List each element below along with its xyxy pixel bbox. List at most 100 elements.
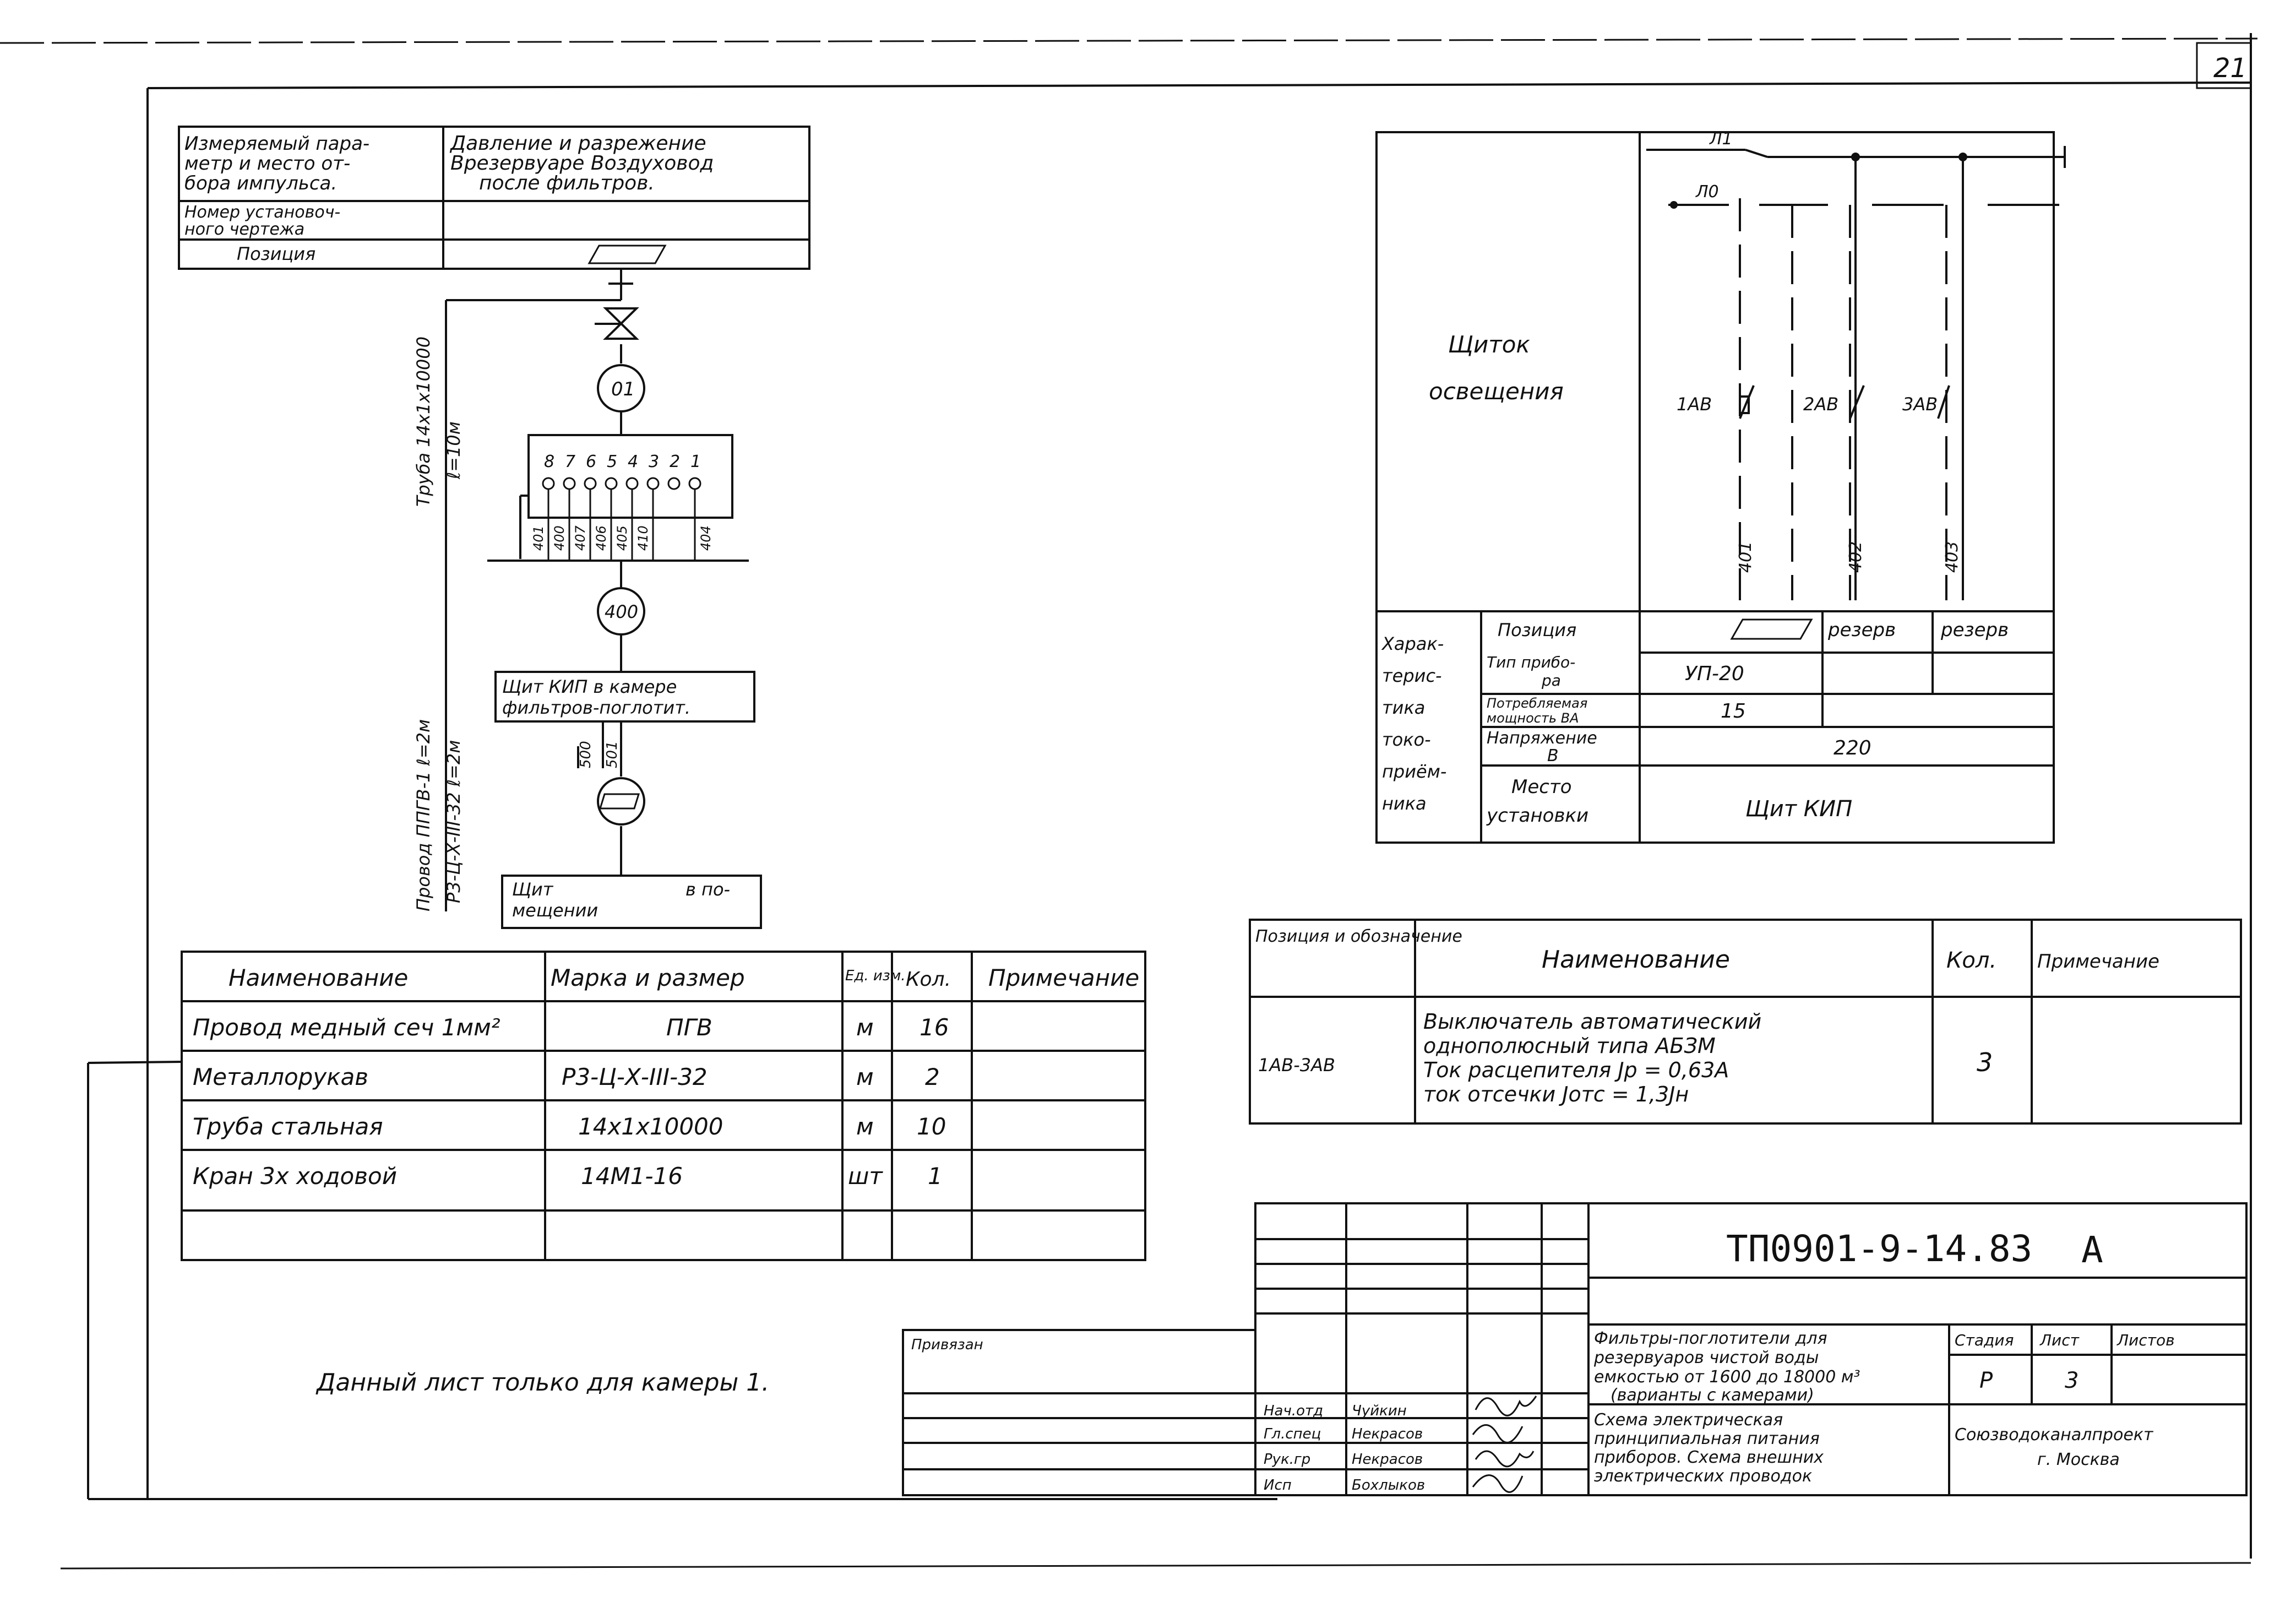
sheet-note: Данный лист только для камеры 1.	[315, 1369, 769, 1397]
document-suffix: А	[2081, 1229, 2103, 1271]
terminal-number: 8	[544, 452, 554, 471]
position-symbol	[1730, 618, 1813, 640]
spec-header-note: Примечание	[2037, 951, 2159, 973]
svg-text:Провод медный сеч 1мм²: Провод медный сеч 1мм²	[193, 1014, 500, 1041]
stage-label: Стадия	[1955, 1331, 2014, 1349]
role-label: Рук.гр	[1264, 1451, 1310, 1468]
breaker-symbols	[1739, 385, 1950, 419]
svg-text:ПГВ: ПГВ	[666, 1014, 712, 1041]
spec-header-qty: Кол.	[1946, 948, 1996, 973]
reserve-label: резерв	[1827, 619, 1896, 641]
materials-header: Наименование Марка и размер Примечание	[228, 964, 1139, 991]
phase-label: Л1	[1709, 129, 1733, 149]
measured-parameter-value: Давление и разрежение Врезервуаре Воздух…	[449, 132, 720, 194]
svg-text:400: 400	[605, 601, 638, 622]
project-title: Фильтры-поглотители для резервуаров чист…	[1593, 1329, 1865, 1405]
terminal-number: 3	[649, 452, 659, 471]
wire-number: 407	[573, 525, 588, 551]
consumer-row-label: Потребляемая мощность ВА	[1487, 696, 1592, 726]
breaker-label: 2АВ	[1803, 394, 1838, 415]
kip-panel-box: Щит КИП в камере фильтров-поглотит.	[502, 676, 690, 718]
power-value: 15	[1721, 700, 1746, 723]
drawing-number-label: Номер установоч- ного чертежа	[184, 203, 346, 239]
organization: Союзводоканалпроект г. Москва	[1955, 1425, 2158, 1469]
terminal-number: 4	[628, 452, 638, 471]
consumer-row-label: Место установки	[1486, 776, 1588, 827]
svg-text:м: м	[856, 1063, 874, 1090]
secondary-device	[597, 777, 645, 826]
document-code: ТП0901-9-14.83	[1726, 1228, 2032, 1270]
consumer-row-label: Позиция	[1498, 620, 1576, 640]
breaker-label: 1АВ	[1677, 394, 1712, 415]
table-row: Труба стальная 14х1х10000 м 10	[193, 1113, 946, 1140]
device-400: 400	[597, 587, 645, 636]
consumer-row-label: Тип прибо- ра	[1487, 653, 1580, 690]
sheet-title: Схема электрическая принципиальная питан…	[1594, 1410, 1829, 1486]
privyazan-label: Привязан	[911, 1337, 983, 1353]
circuit-number: 401	[1736, 541, 1755, 573]
svg-text:01: 01	[611, 378, 635, 400]
svg-text:1: 1	[928, 1163, 943, 1190]
room-panel-box: Щит в по- мещении	[512, 879, 736, 921]
wire-number: 410	[635, 525, 651, 551]
svg-text:16: 16	[920, 1014, 949, 1041]
position-symbol	[587, 245, 667, 264]
svg-text:2: 2	[925, 1063, 940, 1090]
title-block: Привязан ТП0901-9-14.83 А Нач.отд Гл.спе…	[902, 1202, 2248, 1496]
sheets-label: Листов	[2117, 1331, 2175, 1349]
feeder-lines	[1739, 157, 2059, 600]
signer-name: Некрасов	[1352, 1426, 1423, 1442]
voltage-value: 220	[1833, 737, 1871, 759]
pipe-length-label: ℓ=10м	[443, 421, 464, 480]
svg-text:м: м	[856, 1014, 874, 1041]
consumer-row-label: Напряжение В	[1487, 729, 1602, 766]
circuit-number: 402	[1846, 541, 1865, 573]
stage-value: Р	[1979, 1368, 1993, 1393]
spec-header-name: Наименование	[1542, 946, 1730, 974]
sheet-number: 21	[2213, 53, 2247, 84]
svg-text:Р3-Ц-Х-III-32: Р3-Ц-Х-III-32	[562, 1063, 708, 1090]
svg-text:14М1-16: 14М1-16	[581, 1163, 683, 1190]
reserve-label: резерв	[1940, 619, 2009, 641]
svg-text:Металлорукав: Металлорукав	[193, 1063, 368, 1090]
breaker-label: 3АВ	[1902, 394, 1938, 415]
three-way-valve-icon	[595, 307, 639, 340]
svg-text:10: 10	[917, 1113, 946, 1140]
cable-number: 500	[578, 741, 594, 768]
position-label: Позиция	[237, 243, 315, 264]
device-01: 01	[597, 364, 645, 412]
terminal-block: 8 7 6 5 4 3 2 1 401 400 407 406 405 410	[531, 452, 714, 561]
svg-text:м: м	[856, 1113, 874, 1140]
circuit-number: 403	[1943, 541, 1962, 573]
svg-text:14х1х10000: 14х1х10000	[578, 1113, 723, 1140]
measured-parameter-label: Измеряемый пара- метр и место от- бора и…	[184, 133, 376, 194]
svg-text:8 7 6 5: 8 7 6 5 4 3 2 1	[544, 452, 701, 471]
svg-text:Щит КИП в камере фильтро: Щит КИП в камере фильтров-поглотит.	[502, 676, 690, 718]
table-row: Кран 3х ходовой 14М1-16 шт 1	[193, 1163, 943, 1190]
spec-table: Позиция и обозначение Наименование Кол. …	[1249, 919, 2242, 1125]
materials-header: Кол.	[906, 968, 951, 991]
wire-label: Провод ППГВ-1 ℓ=2м	[413, 719, 434, 911]
wire-number: 401	[531, 525, 546, 551]
consumer-characteristics: Харак- терис- тика токо- приём- ника Поз…	[1381, 618, 2009, 827]
wire-number: 406	[594, 525, 609, 551]
spec-name: Выключатель автоматический однополюсный …	[1423, 1009, 1768, 1106]
signer-name: Бохлыков	[1352, 1477, 1425, 1494]
spec-position: 1АВ-3АВ	[1258, 1055, 1335, 1076]
svg-text:Щит в по- мещении: Щит в по- мещении	[512, 879, 736, 921]
role-label: Исп	[1264, 1477, 1292, 1494]
device-type-value: УП-20	[1685, 663, 1744, 685]
lighting-panel: Л1 Л0 Щиток освещения 1АВ	[1375, 129, 2066, 844]
pipe-scheme	[445, 269, 762, 929]
wire-number: 400	[552, 525, 567, 551]
signature-scribbles	[1472, 1396, 1537, 1493]
signer-name: Чуйкин	[1352, 1403, 1407, 1419]
role-label: Нач.отд	[1264, 1403, 1323, 1419]
pipe-label: Труба 14х1х10000	[413, 336, 434, 507]
terminal-number: 2	[670, 452, 680, 471]
wire-number: 404	[698, 525, 714, 551]
terminal-number: 5	[607, 452, 617, 471]
panel-title: Щиток освещения	[1429, 331, 1564, 405]
